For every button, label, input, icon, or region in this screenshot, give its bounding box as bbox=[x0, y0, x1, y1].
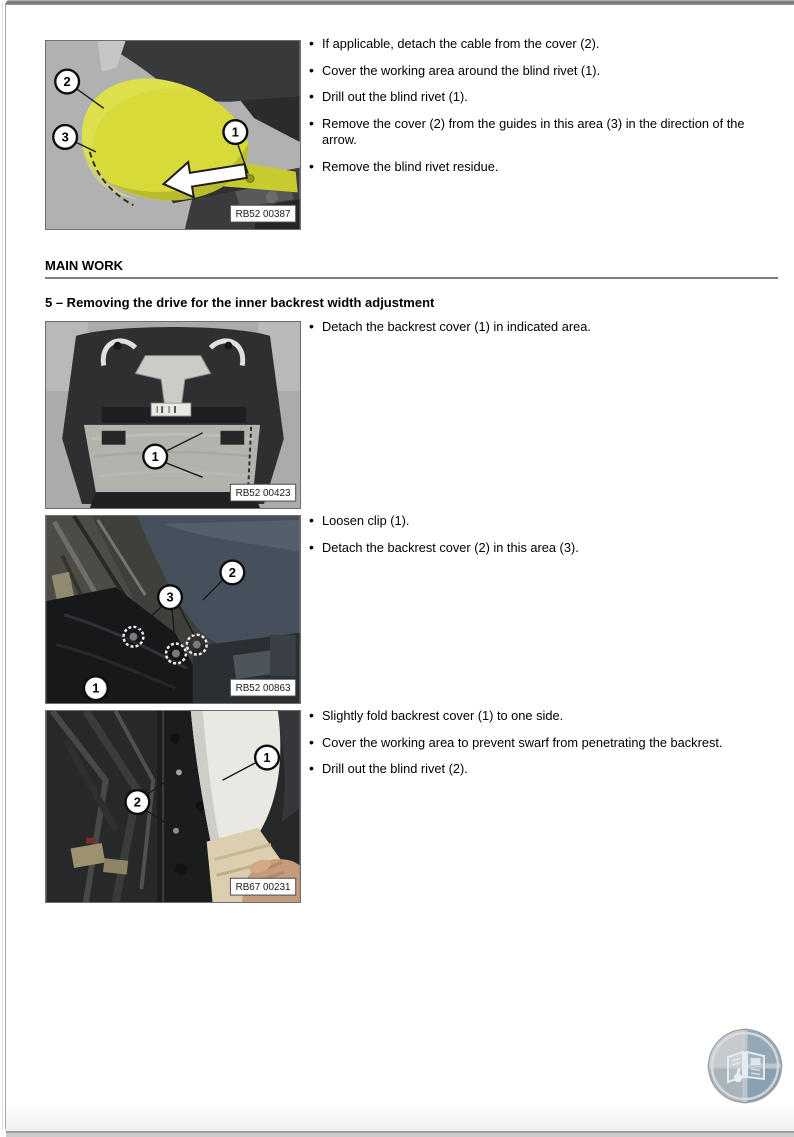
bullet-item: If applicable, detach the cable from the… bbox=[308, 35, 768, 53]
figure-backrest-cover-photo: 1 RB52 00423 bbox=[45, 321, 301, 509]
callout-1: 1 bbox=[222, 118, 249, 146]
callout-1: 1 bbox=[142, 443, 169, 470]
svg-text:3: 3 bbox=[166, 590, 173, 605]
cover-removal-drawing: 2 3 1 RB52 00387 bbox=[46, 41, 300, 229]
callout-1: 1 bbox=[82, 675, 109, 702]
figure-clip-and-cover-photo: 2 3 1 RB52 00863 bbox=[45, 515, 301, 704]
backrest-rear-photo: 1 RB52 00423 bbox=[46, 322, 300, 508]
bullet-item: Drill out the blind rivet (1). bbox=[308, 88, 768, 106]
step-bullet-list-2: Loosen clip (1). Detach the backrest cov… bbox=[308, 512, 768, 566]
page-frame-left bbox=[2, 3, 3, 1129]
svg-text:2: 2 bbox=[229, 565, 236, 580]
bullet-item: Cover the working area to prevent swarf … bbox=[308, 734, 778, 752]
svg-text:2: 2 bbox=[64, 74, 71, 89]
callout-2: 2 bbox=[54, 68, 81, 95]
step-bullet-list-1: Detach the backrest cover (1) in indicat… bbox=[308, 318, 768, 346]
bullet-item: Cover the working area around the blind … bbox=[308, 62, 768, 80]
open-book-pointer-icon bbox=[707, 1028, 783, 1104]
section-divider bbox=[45, 277, 778, 279]
bullet-item: Detach the backrest cover (2) in this ar… bbox=[308, 539, 768, 557]
callout-1: 1 bbox=[253, 744, 281, 771]
callout-3: 3 bbox=[156, 584, 184, 611]
figure-label: RB52 00387 bbox=[229, 204, 297, 223]
intro-bullet-list: If applicable, detach the cable from the… bbox=[308, 35, 768, 185]
bullet-item: Drill out the blind rivet (2). bbox=[308, 760, 778, 778]
bullet-item: Loosen clip (1). bbox=[308, 512, 768, 530]
page-frame-left-inner bbox=[5, 3, 6, 1129]
svg-text:1: 1 bbox=[152, 449, 159, 464]
direction-arrow-icon bbox=[161, 160, 248, 199]
page-frame-bottom-outer bbox=[6, 1133, 794, 1137]
svg-text:3: 3 bbox=[62, 129, 69, 144]
page-frame-top bbox=[6, 0, 794, 5]
figure-cover-removal-illustration: 2 3 1 RB52 00387 bbox=[45, 40, 301, 230]
callout-3: 3 bbox=[52, 123, 79, 151]
watermark-logo bbox=[707, 1028, 783, 1104]
backrest-side-photo: 2 3 1 RB52 00863 bbox=[46, 516, 300, 703]
figure-label: RB67 00231 bbox=[229, 877, 297, 896]
bullet-item: Remove the blind rivet residue. bbox=[308, 158, 768, 176]
page-frame-bottom bbox=[6, 1131, 794, 1133]
bullet-item: Slightly fold backrest cover (1) to one … bbox=[308, 707, 778, 725]
main-work-section: MAIN WORK bbox=[45, 258, 778, 279]
figure-label: RB52 00423 bbox=[229, 483, 297, 502]
svg-text:1: 1 bbox=[92, 681, 99, 696]
figure-folded-cover-photo: 2 1 RB67 00231 bbox=[45, 710, 301, 903]
figure-label: RB52 00863 bbox=[229, 678, 297, 697]
svg-text:RB52 00863: RB52 00863 bbox=[236, 683, 291, 694]
svg-text:2: 2 bbox=[134, 795, 141, 810]
page-bottom-shading bbox=[6, 1103, 794, 1131]
bullet-item: Remove the cover (2) from the guides in … bbox=[308, 115, 768, 149]
svg-text:1: 1 bbox=[263, 750, 270, 765]
bullet-item: Detach the backrest cover (1) in indicat… bbox=[308, 318, 768, 336]
svg-text:1: 1 bbox=[232, 124, 239, 139]
svg-text:RB52 00387: RB52 00387 bbox=[236, 209, 291, 220]
main-work-heading: MAIN WORK bbox=[45, 258, 123, 273]
step-bullet-list-3: Slightly fold backrest cover (1) to one … bbox=[308, 707, 778, 788]
svg-text:RB67 00231: RB67 00231 bbox=[236, 882, 291, 893]
step-5-heading: 5 – Removing the drive for the inner bac… bbox=[45, 295, 435, 310]
callout-2: 2 bbox=[219, 559, 246, 586]
callout-2: 2 bbox=[124, 788, 151, 816]
folded-cover-photo: 2 1 RB67 00231 bbox=[46, 711, 300, 902]
svg-text:RB52 00423: RB52 00423 bbox=[236, 488, 291, 499]
